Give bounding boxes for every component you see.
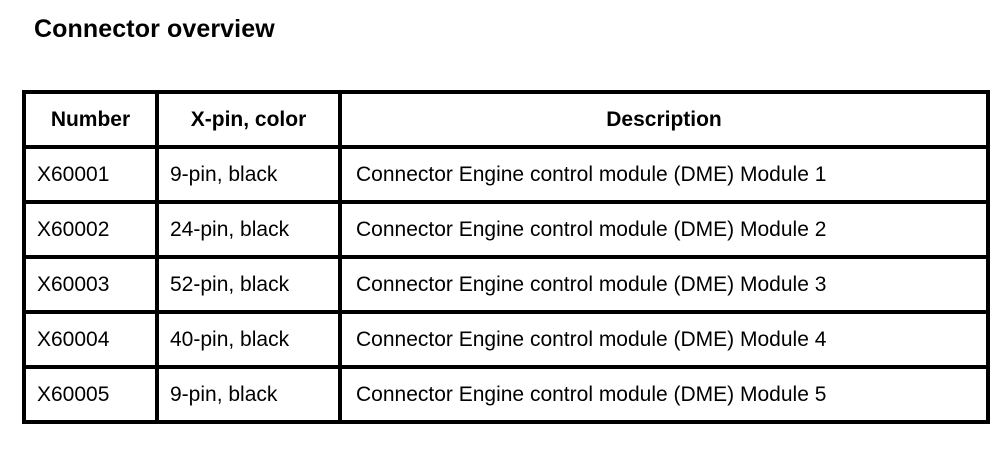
table-row: X60005 9-pin, black Connector Engine con… <box>22 365 990 424</box>
cell-xpin: 52-pin, black <box>155 255 342 314</box>
cell-xpin: 40-pin, black <box>155 310 342 369</box>
column-header-description: Description <box>338 90 990 149</box>
connector-overview-table: Number X-pin, color Description X60001 9… <box>22 90 990 424</box>
cell-xpin: 9-pin, black <box>155 365 342 424</box>
cell-description: Connector Engine control module (DME) Mo… <box>338 310 990 369</box>
cell-number: X60001 <box>22 145 159 204</box>
cell-number: X60002 <box>22 200 159 259</box>
column-header-number: Number <box>22 90 159 149</box>
cell-xpin: 9-pin, black <box>155 145 342 204</box>
table-row: X60001 9-pin, black Connector Engine con… <box>22 145 990 204</box>
cell-description: Connector Engine control module (DME) Mo… <box>338 145 990 204</box>
cell-number: X60003 <box>22 255 159 314</box>
table-header-row: Number X-pin, color Description <box>22 90 990 149</box>
table-row: X60003 52-pin, black Connector Engine co… <box>22 255 990 314</box>
cell-description: Connector Engine control module (DME) Mo… <box>338 365 990 424</box>
cell-number: X60004 <box>22 310 159 369</box>
page-title: Connector overview <box>34 15 275 43</box>
cell-description: Connector Engine control module (DME) Mo… <box>338 255 990 314</box>
cell-xpin: 24-pin, black <box>155 200 342 259</box>
cell-number: X60005 <box>22 365 159 424</box>
column-header-xpin: X-pin, color <box>155 90 342 149</box>
table-body: X60001 9-pin, black Connector Engine con… <box>22 145 990 424</box>
table-row: X60004 40-pin, black Connector Engine co… <box>22 310 990 369</box>
table-row: X60002 24-pin, black Connector Engine co… <box>22 200 990 259</box>
table-header: Number X-pin, color Description <box>22 90 990 149</box>
cell-description: Connector Engine control module (DME) Mo… <box>338 200 990 259</box>
